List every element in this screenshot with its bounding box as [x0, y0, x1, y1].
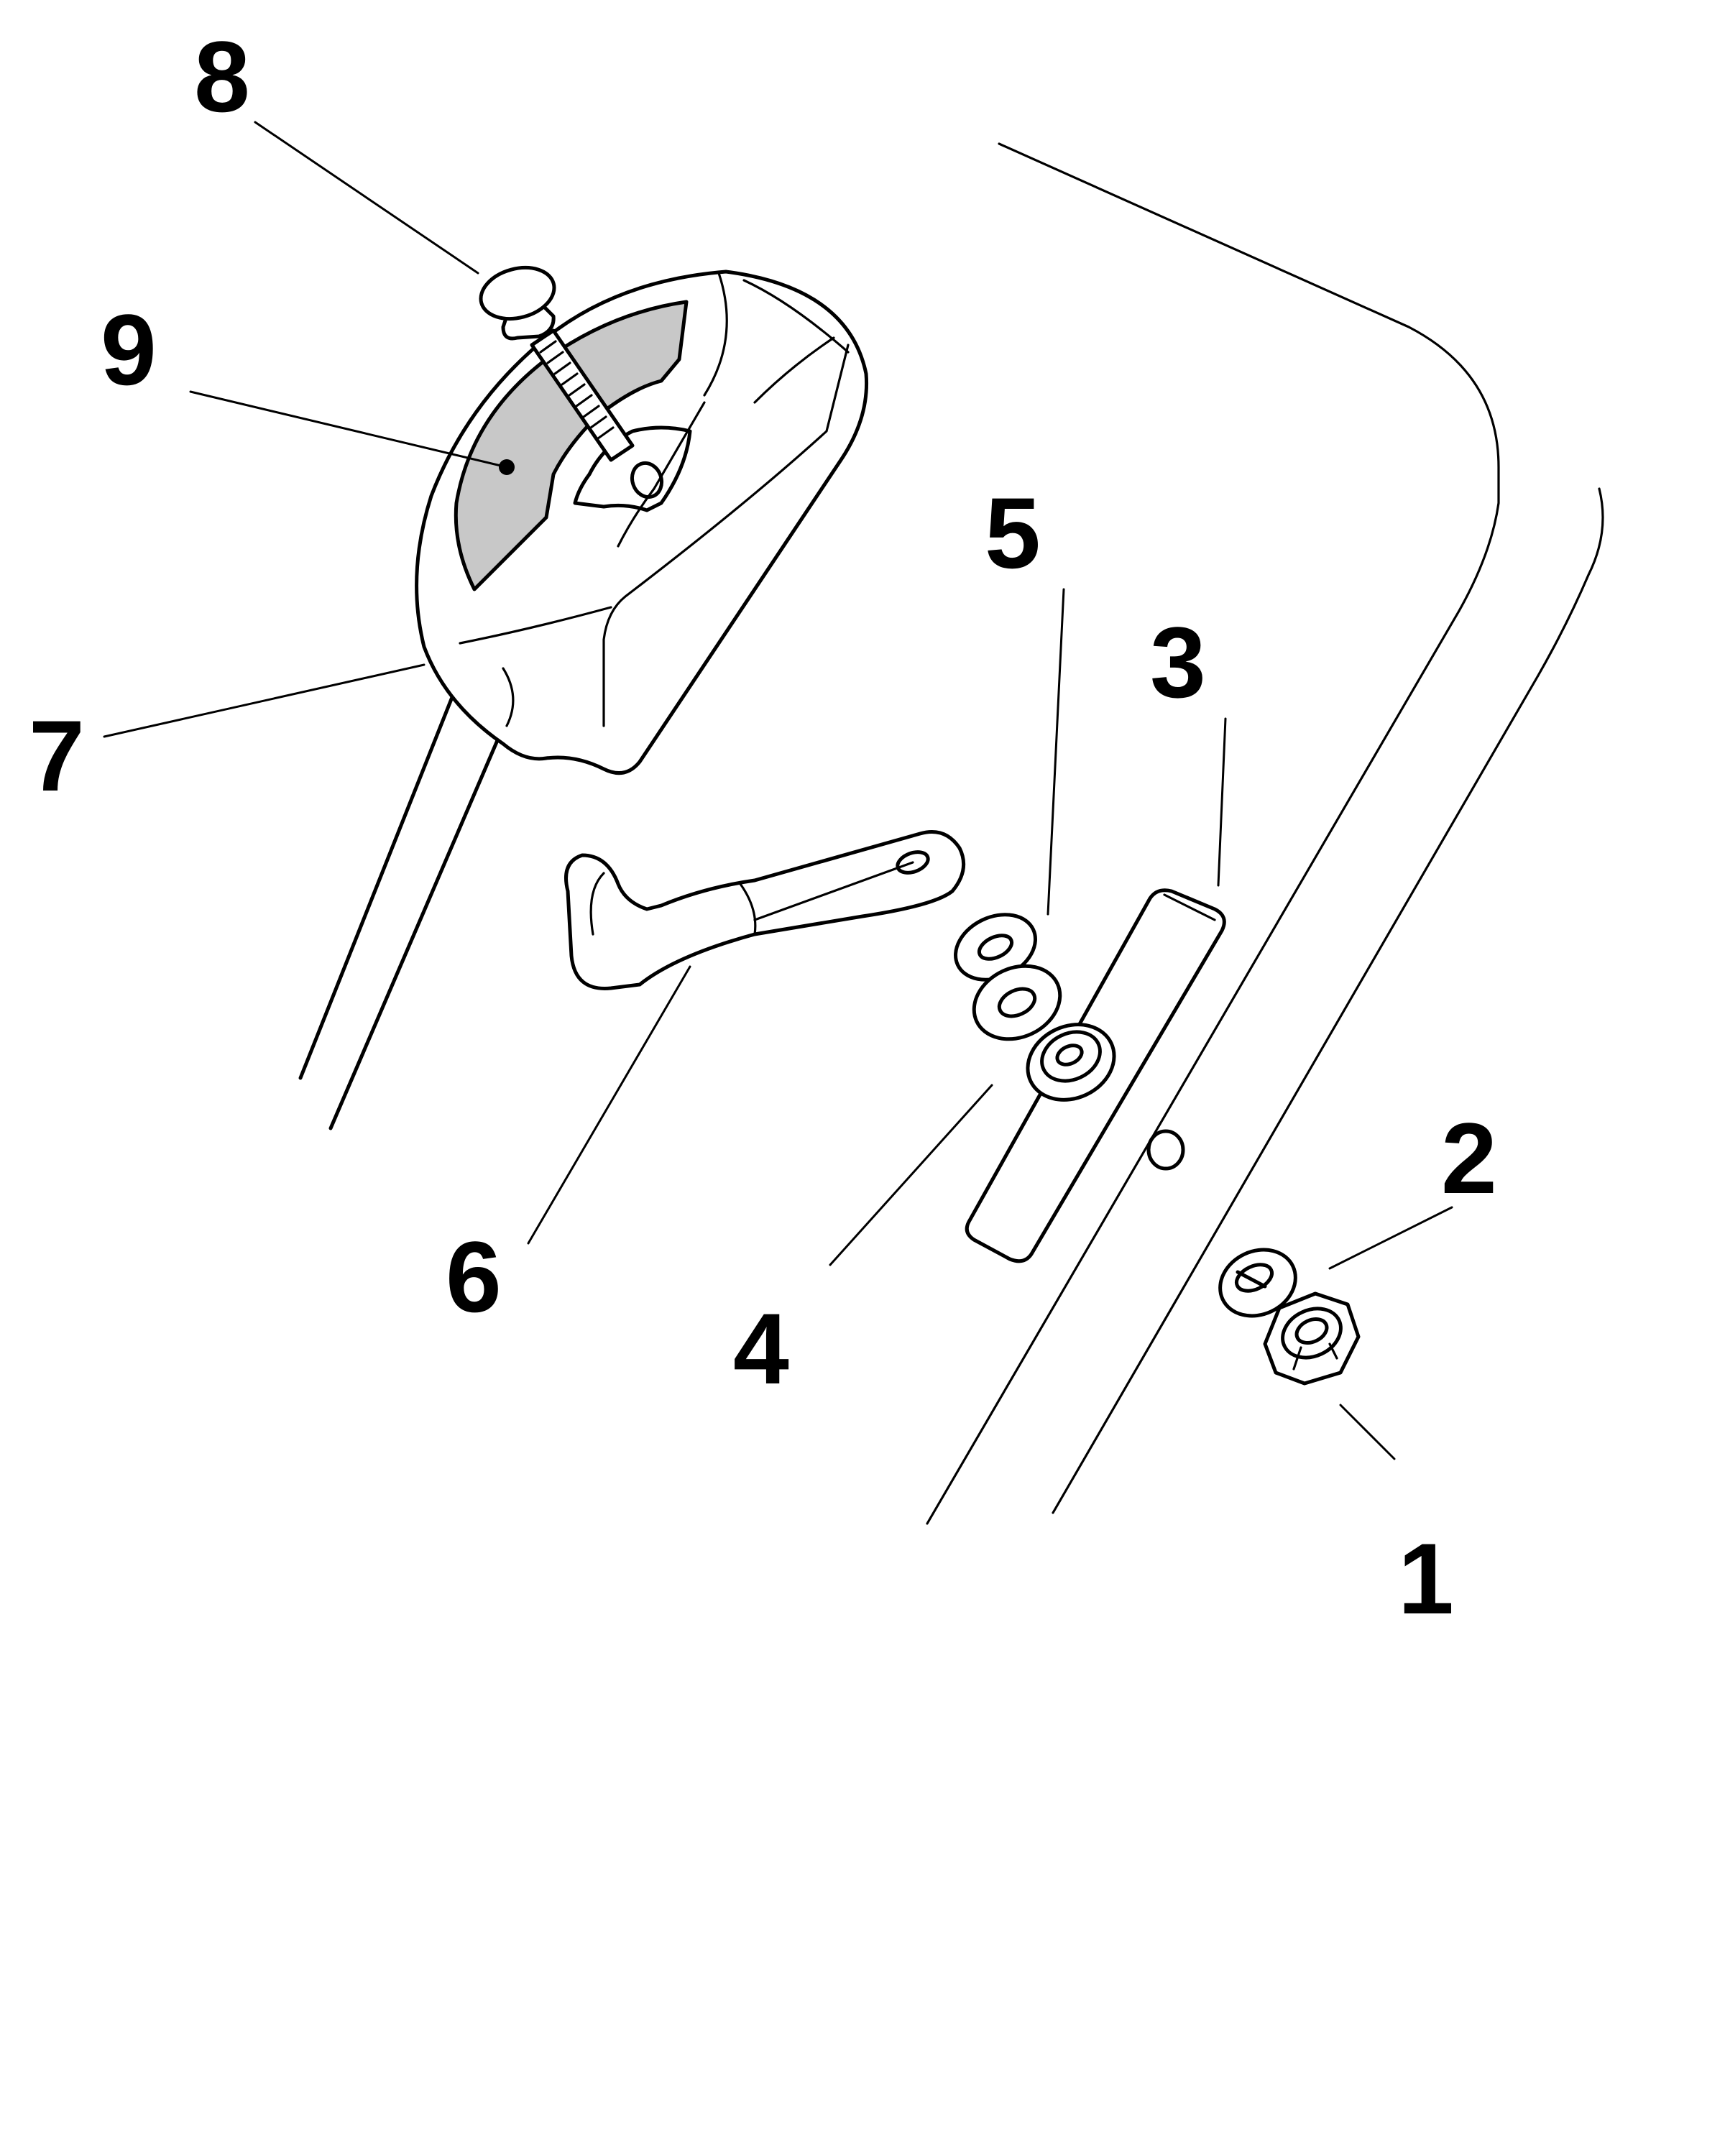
callout-9: 9 [101, 293, 157, 406]
leader-line-5 [1046, 588, 1065, 916]
leader-lines [103, 121, 1453, 1460]
leader-line-1 [1339, 1404, 1396, 1460]
callout-6: 6 [446, 1220, 502, 1333]
washer-spacer [972, 964, 1062, 1041]
bushing [1026, 1023, 1116, 1102]
leader-line-9 [189, 390, 508, 469]
leader-line-4 [829, 1084, 993, 1266]
leader-line-6 [527, 965, 691, 1245]
callout-7: 7 [29, 699, 85, 812]
callout-2: 2 [1441, 1102, 1497, 1215]
leader-line-7 [103, 663, 426, 738]
callout-4: 4 [733, 1292, 789, 1405]
handle-tube [926, 142, 1604, 1525]
spring-washer [1218, 1248, 1297, 1318]
leader-line-8 [254, 121, 479, 275]
lever [564, 830, 966, 990]
callout-1: 1 [1398, 1522, 1454, 1635]
leader-dot-9 [499, 459, 515, 475]
callout-8: 8 [194, 20, 250, 133]
leader-line-3 [1217, 717, 1227, 887]
leader-line-2 [1328, 1206, 1453, 1270]
nut [1263, 1291, 1361, 1386]
callout-3: 3 [1150, 606, 1206, 719]
callouts: 1 2 3 4 5 6 7 8 9 [29, 20, 1497, 1635]
callout-5: 5 [985, 476, 1041, 589]
bolt [479, 266, 635, 462]
